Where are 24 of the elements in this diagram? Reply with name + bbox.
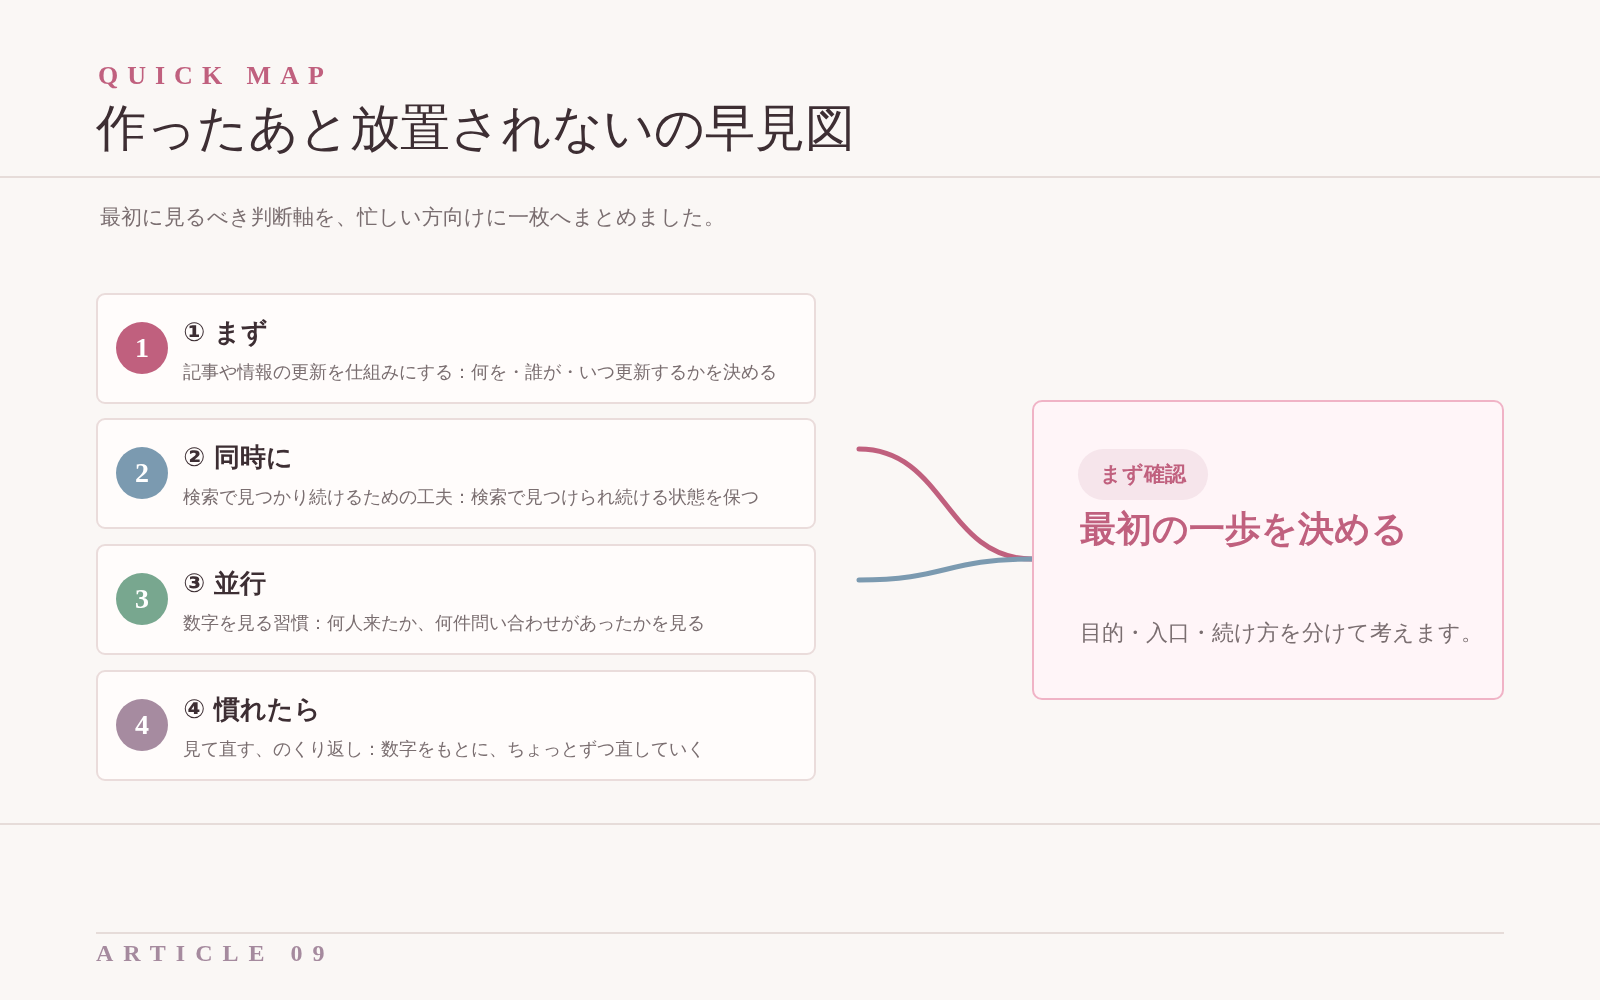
- step-card: [96, 670, 816, 781]
- number-badge: 2: [116, 447, 168, 499]
- summary-text: 目的・入口・続け方を分けて考えます。: [1080, 619, 1483, 647]
- step-description: 数字を見る習慣：何人来たか、何件問い合わせがあったかを見る: [183, 611, 705, 635]
- step-card: [96, 293, 816, 404]
- section-label: QUICK MAP: [98, 60, 333, 92]
- step-heading: ② 同時に: [183, 441, 294, 474]
- step-card: [96, 418, 816, 529]
- summary-card: [1032, 400, 1504, 700]
- footer-text: ARTICLE 09: [96, 939, 335, 968]
- step-description: 見て直す、のくり返し：数字をもとに、ちょっとずつ直していく: [183, 737, 705, 761]
- step-heading: ③ 並行: [183, 567, 267, 600]
- step-description: 検索で見つかり続けるための工夫：検索で見つけられ続ける状態を保つ: [183, 485, 759, 509]
- step-card: [96, 544, 816, 655]
- page-title: 作ったあと放置されないの早見図: [96, 99, 855, 158]
- number-badge: 4: [116, 699, 168, 751]
- subtitle-text: 最初に見るべき判断軸を、忙しい方向けに一枚へまとめました。: [100, 204, 725, 231]
- number-badge: 3: [116, 573, 168, 625]
- step-description: 記事や情報の更新を仕組みにする：何を・誰が・いつ更新するかを決める: [183, 360, 777, 384]
- step-heading: ① まず: [183, 316, 269, 349]
- number-badge: 1: [116, 322, 168, 374]
- step-heading: ④ 慣れたら: [183, 693, 322, 726]
- summary-heading: 最初の一歩を決める: [1080, 508, 1408, 551]
- tag-pill: まず確認: [1078, 449, 1208, 500]
